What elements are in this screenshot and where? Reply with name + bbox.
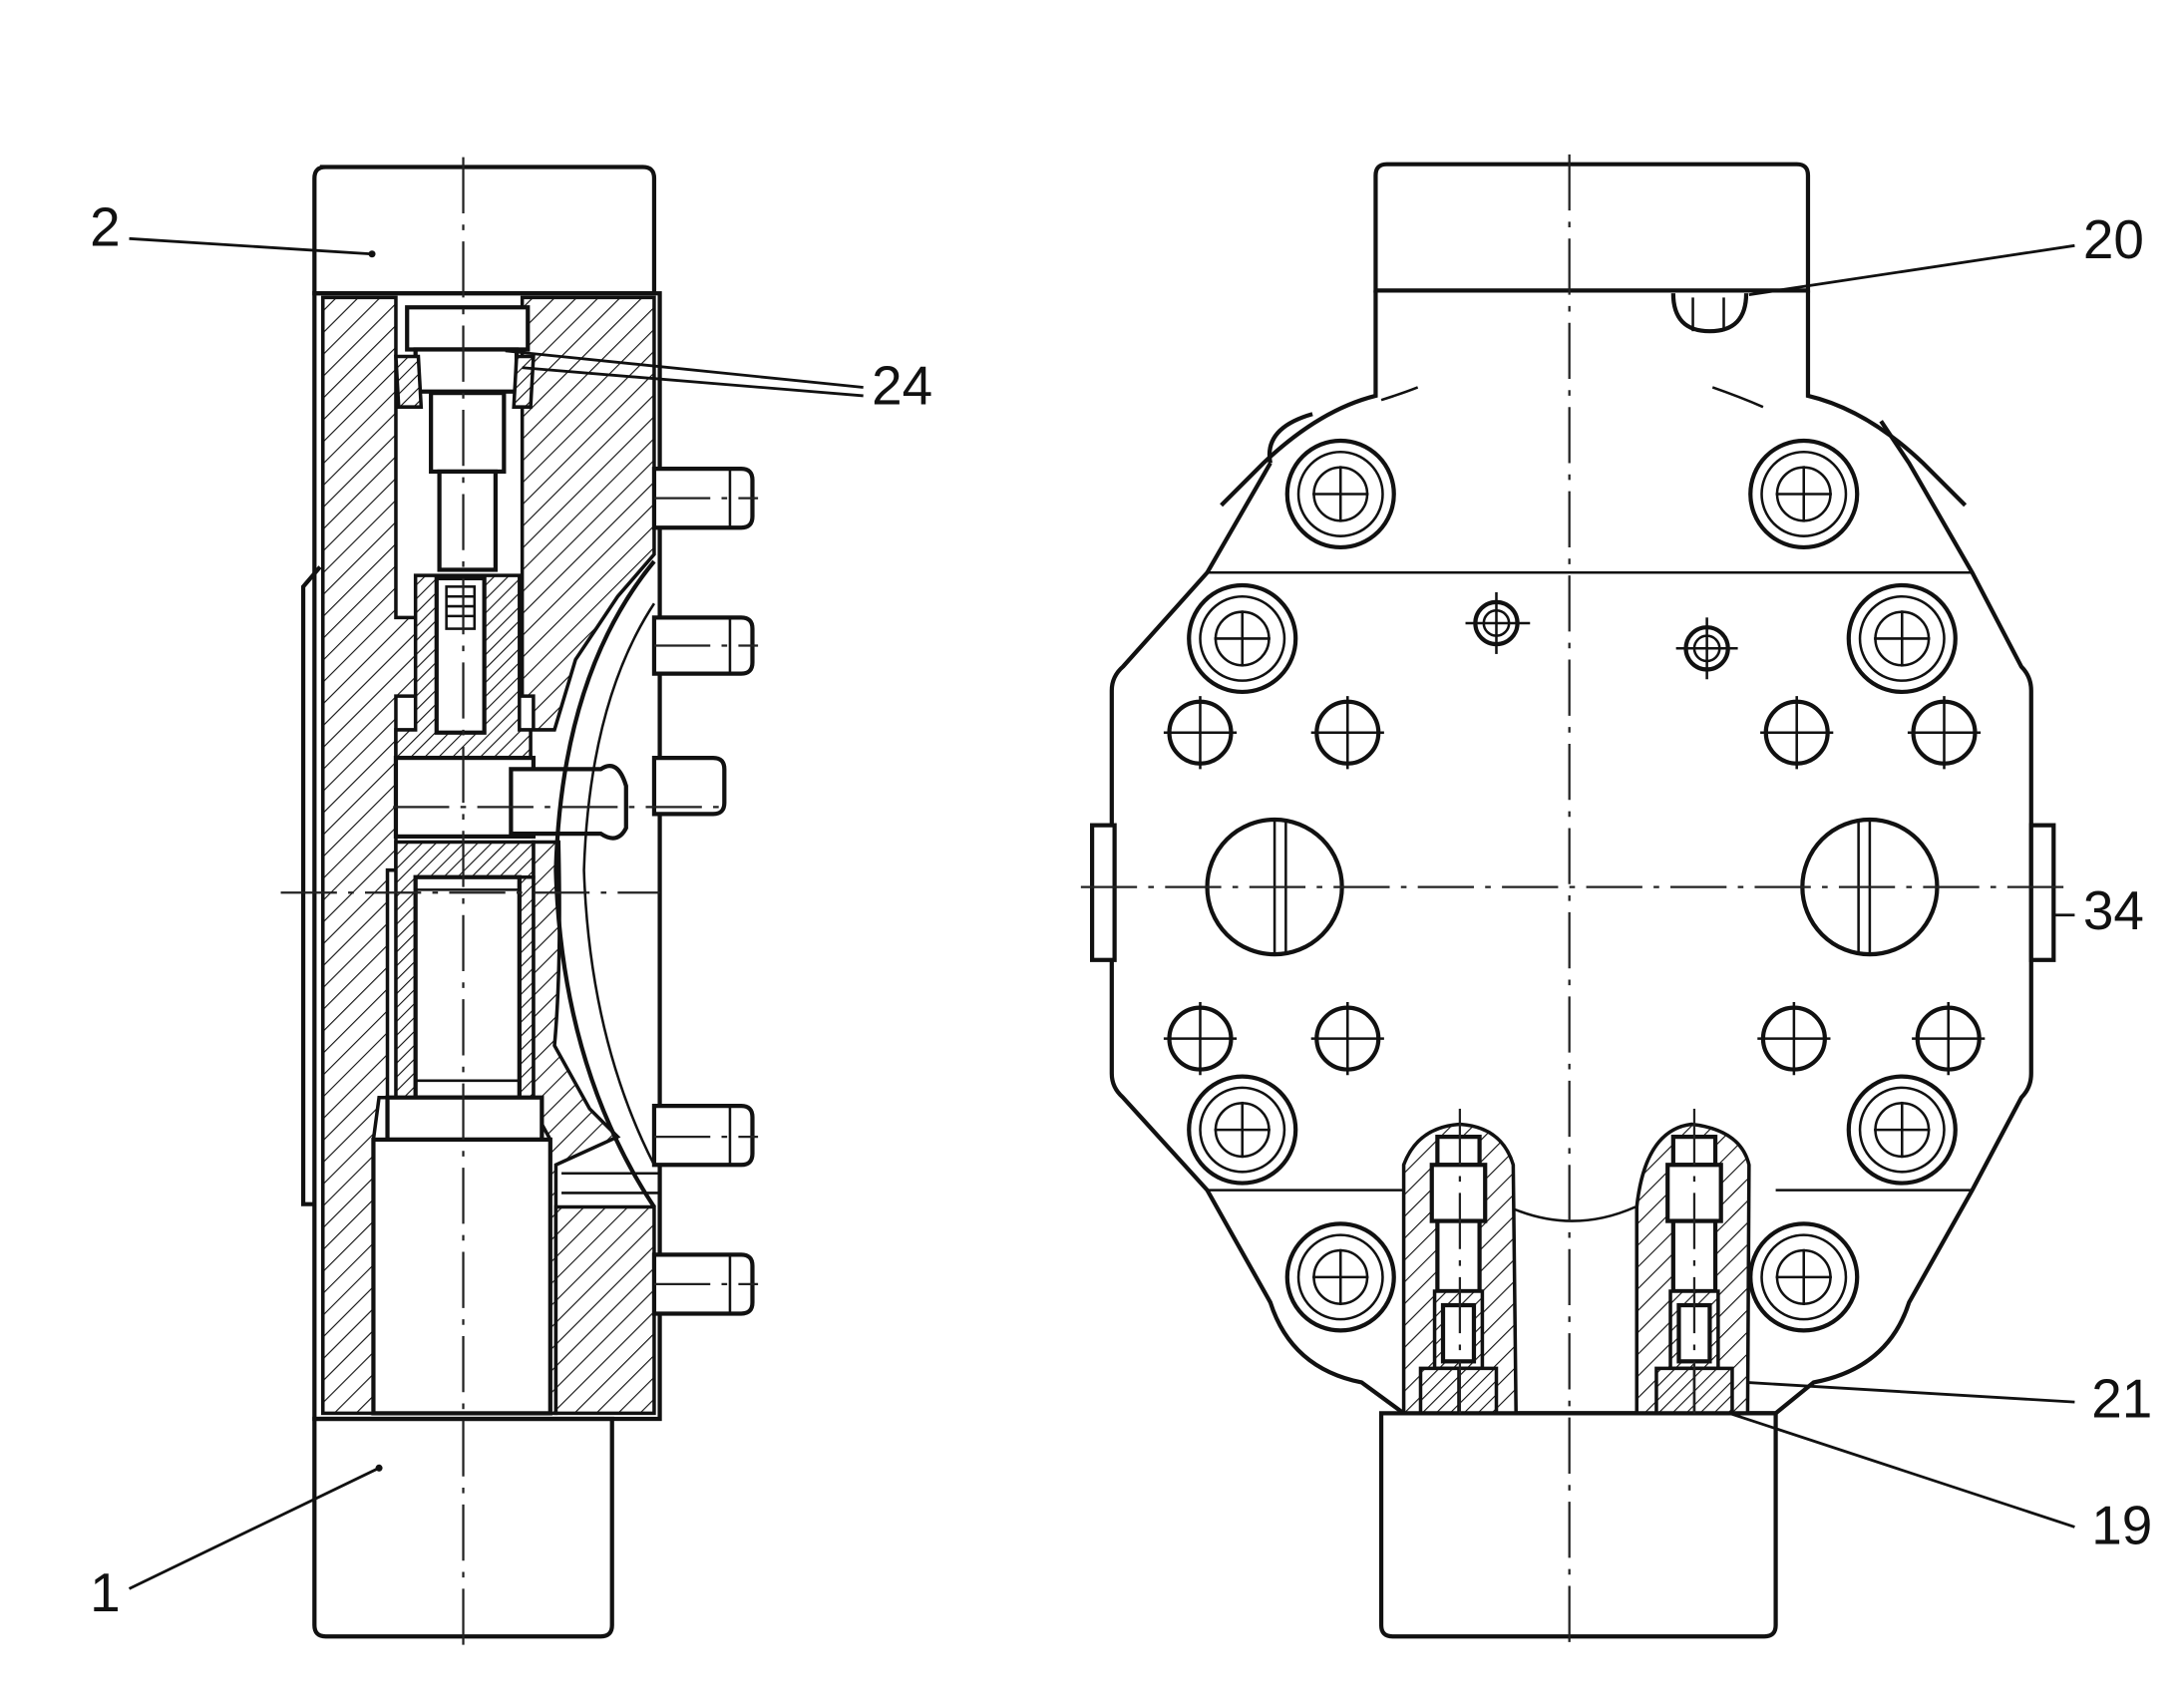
lower-block-front [1378,1411,1778,1639]
plunger-upper [429,391,507,475]
lower-bore [371,1137,552,1416]
callout-20: 20 [2083,208,2144,270]
section-view [280,157,759,1645]
side-boss-left [1089,823,1117,962]
valve-inserts [1401,1122,1751,1416]
side-bolts [651,467,755,1316]
callout-24: 24 [872,354,932,416]
callout-1: 1 [90,1561,121,1623]
leader-lines [128,236,2075,1590]
upper-block-front [1373,162,1811,293]
callout-34: 34 [2083,879,2144,941]
callout-21: 21 [2091,1368,2152,1430]
front-view [1080,154,2064,1645]
callouts: 2 1 24 20 34 21 19 [90,195,2152,1623]
lower-block [312,1416,614,1639]
upper-block [312,165,657,296]
cap-screws [1187,438,1958,1333]
port-nipple [509,764,628,841]
callout-2: 2 [90,195,121,257]
pin-holes [1163,591,1986,1076]
body-wall-right [520,295,656,732]
plug [1670,293,1749,334]
side-boss-right [2028,823,2056,962]
bore-cap [405,305,531,352]
callout-19: 19 [2091,1494,2152,1555]
